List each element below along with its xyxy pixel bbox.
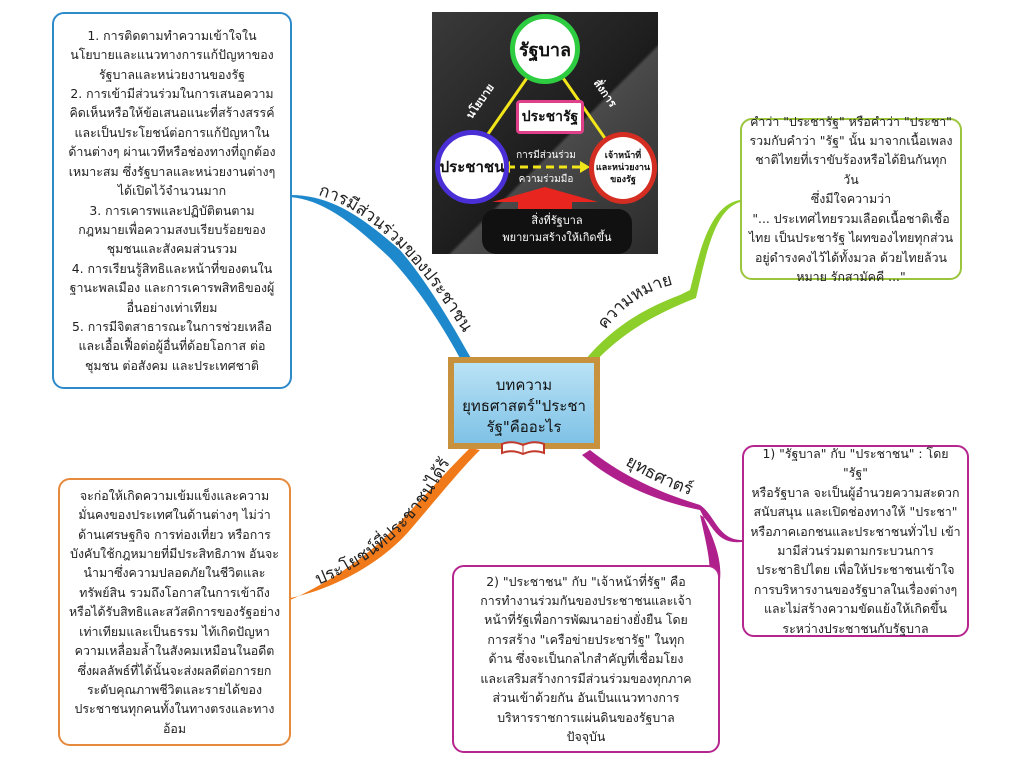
branch-meaning — [585, 200, 740, 362]
pracharat-label: ประชารัฐ — [516, 100, 584, 134]
central-topic: บทความ ยุทธศาสตร์"ประชา รัฐ"คืออะไร — [448, 357, 600, 449]
branch-strategy — [582, 450, 742, 580]
meaning-box: คำว่า "ประชารัฐ" หรือคำว่า "ประชา" รวมกั… — [740, 114, 962, 284]
participation-box: 1. การติดตามทำความเข้าใจใน นโยบายและแนวท… — [52, 12, 292, 389]
branch-participation — [290, 195, 472, 362]
branch-benefits — [290, 448, 480, 600]
people-circle: ประชาชน — [435, 130, 509, 204]
book-icon — [501, 441, 545, 456]
officials-circle: เจ้าหน้าที่ และหน่วยงาน ของรัฐ — [589, 132, 657, 204]
strategy-box-2: 2) "ประชาชน" กับ "เจ้าหน้าที่รัฐ" คือ กา… — [452, 565, 720, 753]
cooperation-label: ความร่วมมือ — [518, 174, 574, 185]
pracharat-illustration: รัฐบาล ประชาชน เจ้าหน้าที่ และหน่วยงาน ข… — [432, 12, 658, 254]
participation-label: การมีส่วนร่วม — [516, 150, 576, 161]
goal-label: สิ่งที่รัฐบาล พยายามสร้างให้เกิดขึ้น — [502, 214, 612, 244]
government-circle: รัฐบาล — [510, 14, 580, 84]
benefits-box: จะก่อให้เกิดความเข้มแข็งและความ มั่นคงขอ… — [58, 478, 291, 746]
strategy-box-1: 1) "รัฐบาล" กับ "ประชาชน" : โดย "รัฐ" หร… — [742, 445, 969, 637]
